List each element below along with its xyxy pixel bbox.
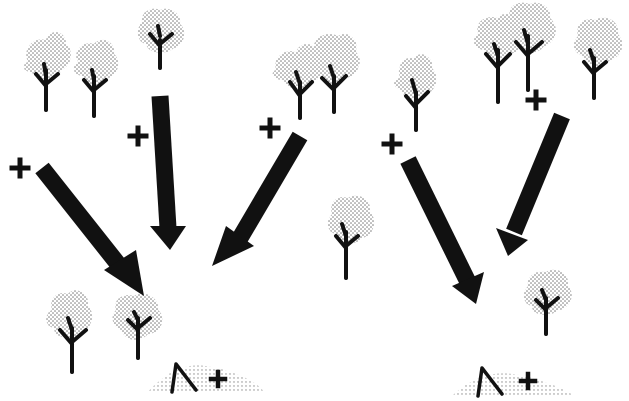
- arrow-icon: [496, 116, 562, 256]
- tree-icon: [113, 294, 163, 358]
- tree-icon: [24, 32, 71, 110]
- tree-icon: [46, 290, 92, 372]
- tree-icon: [394, 54, 436, 130]
- plus-icon: [384, 136, 400, 152]
- tree-icon: [574, 18, 622, 98]
- arrow-icon: [212, 136, 300, 266]
- arrow-icon: [42, 168, 144, 296]
- tree-icon: [524, 270, 572, 334]
- tree-icon: [310, 34, 360, 112]
- plus-icon: [528, 92, 544, 108]
- plus-icon: [262, 120, 278, 136]
- arrow-icon: [150, 96, 186, 250]
- tree-icon: [74, 40, 118, 116]
- plus-icon: [12, 160, 28, 176]
- plus-icon: [130, 128, 146, 144]
- tree-icon: [328, 196, 374, 278]
- tree-icon: [138, 9, 184, 68]
- arrow-icon: [408, 160, 484, 304]
- tent-icon: [452, 368, 574, 396]
- tent-icon: [148, 364, 264, 392]
